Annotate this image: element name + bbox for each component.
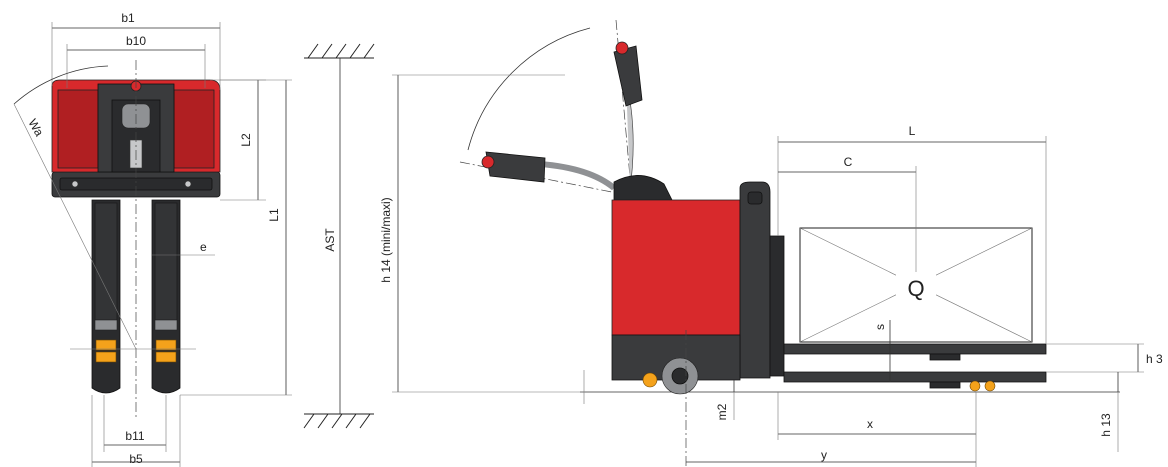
fork-upper-side: [783, 343, 1047, 355]
label-m2: m2: [715, 403, 729, 420]
label-h3: h 3: [1146, 352, 1163, 366]
label-s: s: [873, 324, 887, 330]
label-e: e: [200, 240, 207, 254]
label-h14: h 14 (mini/maxi): [379, 197, 393, 282]
drive-unit-body-side: [611, 199, 741, 336]
label-h13: h 13: [1099, 413, 1113, 437]
label-c: C: [844, 155, 853, 169]
label-ast: AST: [323, 228, 337, 252]
label-l1: L1: [267, 208, 281, 222]
ast-dimension: AST: [303, 43, 375, 429]
top-view: b1 b10 Wa L2 L1 e b11 b5: [13, 11, 292, 467]
label-b5: b5: [129, 452, 143, 466]
fork-right: [151, 199, 181, 394]
label-y: y: [821, 448, 827, 462]
label-q: Q: [907, 276, 924, 301]
tiller-horizontal: [481, 151, 616, 191]
fork-lower-side: [783, 371, 1047, 383]
tiller-vertical: [613, 41, 643, 191]
side-view: Q h 14 (mini/maxi) L C s h 3 h 13: [379, 19, 1163, 467]
label-x: x: [867, 417, 873, 431]
label-b11: b11: [125, 429, 144, 443]
label-l2: L2: [239, 133, 253, 147]
label-b10: b10: [126, 34, 146, 48]
label-wa: Wa: [25, 117, 46, 139]
label-l: L: [909, 124, 916, 138]
fork-left: [91, 199, 121, 394]
label-b1: b1: [121, 11, 135, 25]
